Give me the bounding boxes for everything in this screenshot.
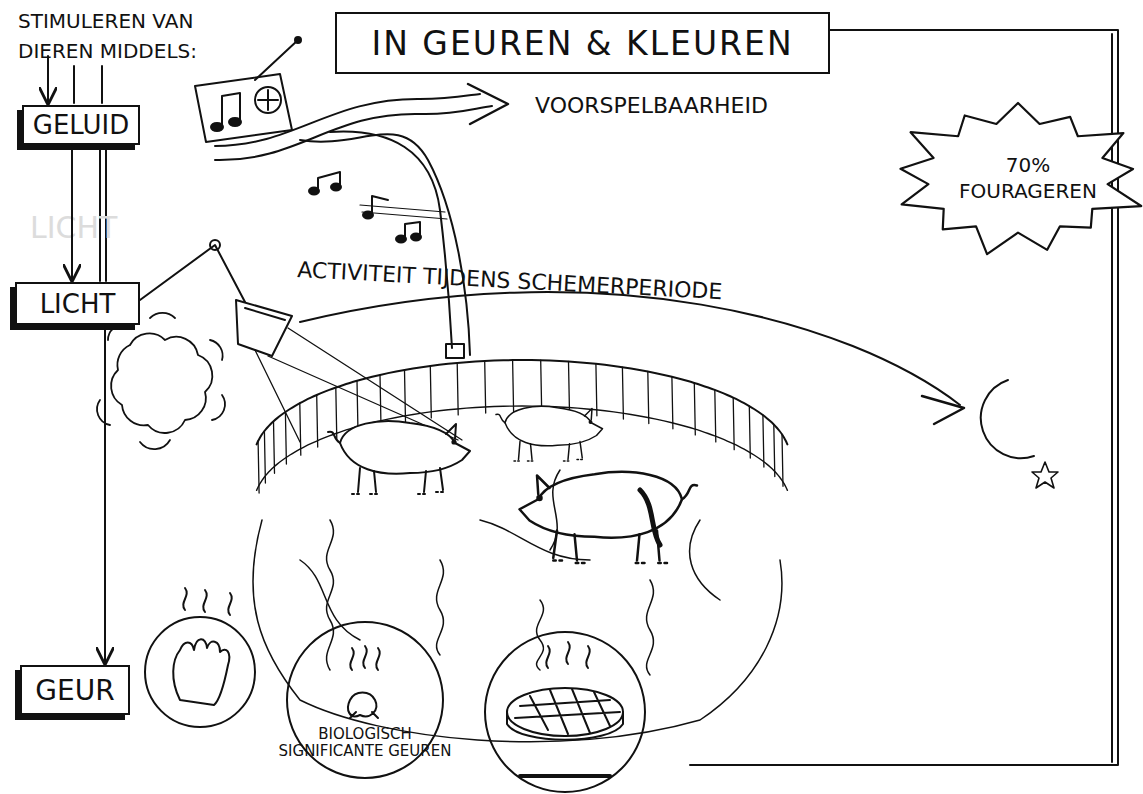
night-arc [922,396,964,424]
odor-wave [647,580,654,675]
stimulus-arrow [101,66,103,103]
stimulus-arrow [48,56,106,281]
radio-icon [258,90,278,110]
sun-icon [97,313,225,449]
node-label: GEUR [35,674,114,707]
grill-icon [485,632,645,792]
stimulus-box: GELUID [22,105,140,145]
starburst-outline [901,103,1142,254]
node-text-group: GEUR [22,667,128,713]
music-ribbon [331,184,341,191]
annotation-label: VOORSPELBAARHEID [535,92,835,120]
title-box: IN GEUREN & KLEUREN [335,12,830,74]
pen-fence [258,360,783,493]
node-text-group: 70% FOURAGEREN [893,100,1143,255]
pig-figure [520,472,698,563]
node-label: 70% FOURAGEREN [943,152,1113,204]
radio-icon [195,74,292,142]
music-ribbon [215,106,492,160]
lamp-icon [245,308,285,320]
music-ribbon [318,172,340,190]
pen-fence [253,360,787,742]
music-ribbon [330,132,452,348]
annotation-label: STIMULEREN VAN DIEREN MIDDELS: [18,6,253,66]
node-text-group: GELUID [24,107,138,143]
radio-icon [295,37,301,43]
lamp-icon [236,300,292,356]
hand-icon [173,639,229,705]
faint-watermark: LICHT [30,210,150,246]
lamp-icon [210,240,220,250]
stimulus-box: LICHT [15,282,140,325]
annotation-label: ACTIVITEIT TIJDENS SCHEMERPERIODE [297,256,858,313]
grill-icon [546,642,589,668]
stimulus-arrow [47,56,49,103]
radio-icon [255,40,298,80]
music-ribbon [468,84,508,124]
pig-figure [328,406,697,563]
music-ribbon [215,84,508,358]
node-label: LICHT [40,289,116,319]
music-ribbon [396,236,406,243]
music-ribbon [215,94,480,146]
lamp-icon [140,245,245,302]
radio-icon [222,93,240,126]
radio-icon [255,87,281,113]
starburst-outline [893,100,1143,255]
node-text-group: BIOLOGISCH SIGNIFICANTE GEUREN [275,726,455,760]
music-ribbon [446,344,464,358]
odor-wave [327,520,334,670]
pig-figure [328,421,470,494]
night-arc [300,292,960,405]
music-ribbon [360,205,447,219]
odor-circle-drawing [350,646,379,670]
odor-wave [437,560,444,655]
hand-icon [183,588,231,615]
moon-icon [981,380,1034,458]
moon-icon [981,380,1058,488]
pig-figure [496,406,603,461]
odor-circle-drawing [348,693,378,719]
radio-icon [195,37,301,142]
node-label: GELUID [33,110,129,140]
title-text: IN GEUREN & KLEUREN [371,24,793,63]
radio-icon [229,118,241,126]
flow-arrow [104,326,106,663]
node-label: BIOLOGISCH SIGNIFICANTE GEUREN [275,726,455,760]
grill-icon [520,774,610,778]
stimulus-arrow [73,66,75,103]
music-ribbon [309,188,319,195]
odor-wave [550,470,560,550]
odor-wave [300,470,720,675]
starburst-callout: 70% FOURAGEREN [893,100,1143,255]
hand-icon [145,617,255,727]
node-text-group: LICHT [17,284,138,323]
moon-icon [1032,462,1058,488]
stimulus-box: GEUR [20,665,130,715]
grill-icon [515,689,620,734]
radio-icon [211,123,223,131]
sun-icon [97,313,225,449]
grill-icon [485,632,645,792]
sun-icon [111,333,212,433]
night-arc [300,292,964,424]
pen-fence [253,520,782,742]
music-ribbon [372,196,388,214]
grill-icon [507,688,623,736]
music-ribbon [411,234,421,241]
pig-figure [640,490,660,545]
hand-icon [145,588,255,727]
odor-circle: BIOLOGISCH SIGNIFICANTE GEUREN [287,622,443,778]
